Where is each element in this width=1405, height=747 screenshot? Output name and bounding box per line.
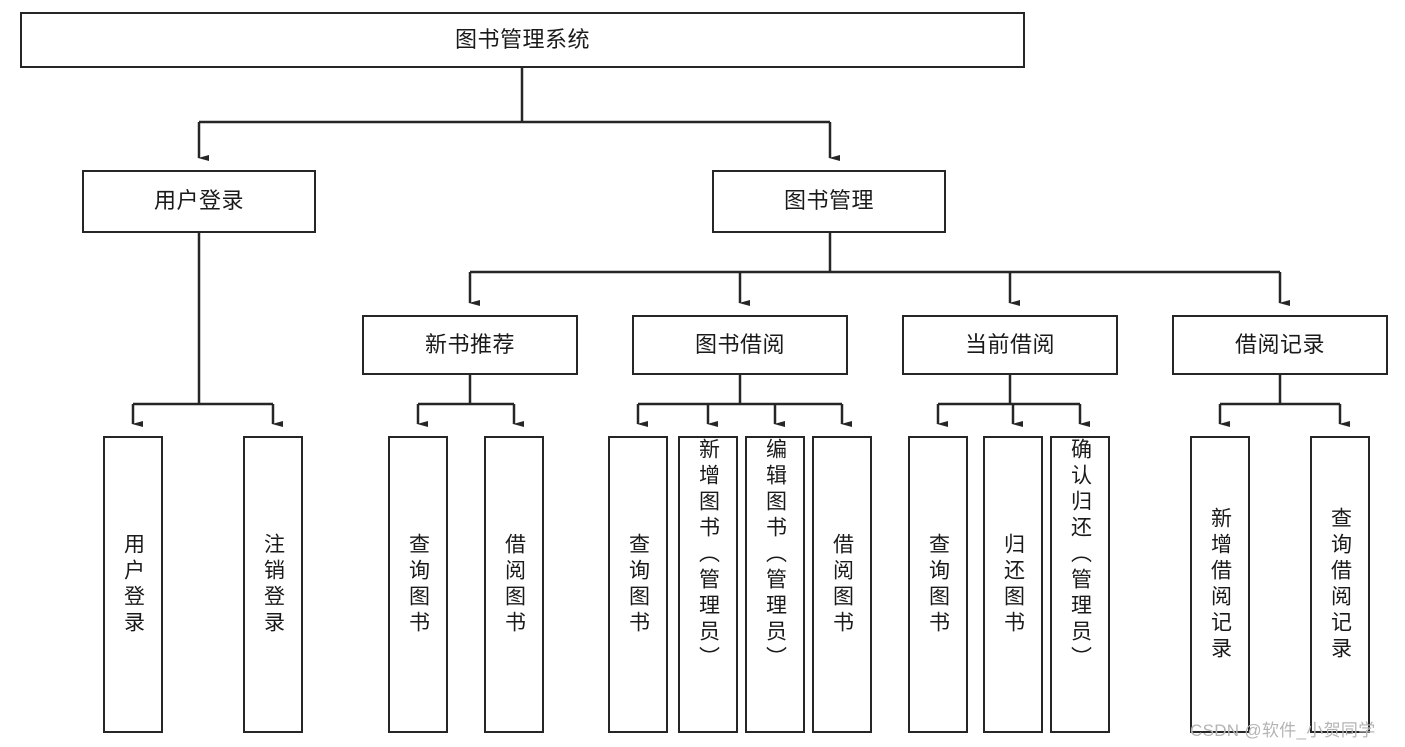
connector-group-book-borrow — [636, 375, 852, 427]
node-label-leaf-query-borrow-record: 查询借阅记录 — [1328, 506, 1352, 663]
node-leaf-query-book-rec[interactable]: 查询图书 — [388, 436, 448, 733]
node-label-book-borrow: 图书借阅 — [694, 331, 785, 357]
node-label-book-manage: 图书管理 — [783, 188, 874, 214]
node-label-leaf-query-book-borrow: 查询图书 — [626, 532, 650, 637]
node-borrow-record[interactable]: 借阅记录 — [1172, 315, 1388, 375]
node-new-book-recommend[interactable]: 新书推荐 — [362, 315, 578, 375]
node-leaf-edit-book-admin[interactable]: 编辑图书（管理员） — [745, 436, 805, 733]
node-leaf-query-borrow-record[interactable]: 查询借阅记录 — [1310, 436, 1370, 733]
node-leaf-user-logout[interactable]: 注销登录 — [243, 436, 303, 733]
node-label-leaf-borrow-book: 借阅图书 — [830, 532, 854, 637]
node-label-leaf-confirm-return-admin: 确认归还（管理员） — [1068, 438, 1092, 672]
node-label-user-login: 用户登录 — [153, 188, 244, 214]
node-label-leaf-user-login: 用户登录 — [121, 532, 145, 637]
node-label-leaf-add-book-admin: 新增图书（管理员） — [696, 438, 720, 672]
node-book-borrow[interactable]: 图书借阅 — [632, 315, 848, 375]
node-label-leaf-return-book: 归还图书 — [1001, 532, 1025, 637]
node-label-current-borrow: 当前借阅 — [964, 331, 1055, 357]
node-label-leaf-query-book-rec: 查询图书 — [406, 532, 430, 637]
node-leaf-borrow-book-rec[interactable]: 借阅图书 — [484, 436, 544, 733]
node-leaf-query-book-borrow[interactable]: 查询图书 — [608, 436, 668, 733]
node-leaf-borrow-book[interactable]: 借阅图书 — [812, 436, 872, 733]
node-label-leaf-borrow-book-rec: 借阅图书 — [502, 532, 526, 637]
connector-group-new-book-recommend — [416, 375, 524, 427]
node-label-leaf-edit-book-admin: 编辑图书（管理员） — [763, 438, 787, 672]
node-leaf-query-book-cur[interactable]: 查询图书 — [908, 436, 968, 733]
connector-group-root — [197, 68, 840, 161]
node-label-leaf-user-logout: 注销登录 — [261, 532, 285, 637]
node-label-leaf-add-borrow-record: 新增借阅记录 — [1208, 506, 1232, 663]
connector-group-book-manage — [468, 233, 1290, 306]
node-leaf-add-book-admin[interactable]: 新增图书（管理员） — [678, 436, 738, 733]
node-leaf-confirm-return-admin[interactable]: 确认归还（管理员） — [1050, 436, 1110, 733]
node-book-manage[interactable]: 图书管理 — [712, 170, 946, 233]
node-leaf-user-login[interactable]: 用户登录 — [103, 436, 163, 733]
node-user-login[interactable]: 用户登录 — [82, 170, 316, 233]
connector-group-user-login — [131, 233, 283, 427]
node-label-borrow-record: 借阅记录 — [1234, 331, 1325, 357]
node-current-borrow[interactable]: 当前借阅 — [902, 315, 1118, 375]
node-label-leaf-query-book-cur: 查询图书 — [926, 532, 950, 637]
node-root-system[interactable]: 图书管理系统 — [20, 12, 1025, 68]
connector-group-current-borrow — [936, 375, 1090, 427]
node-label-new-book-recommend: 新书推荐 — [424, 331, 515, 357]
connector-group-borrow-record — [1218, 375, 1350, 427]
node-leaf-add-borrow-record[interactable]: 新增借阅记录 — [1190, 436, 1250, 733]
node-label-root: 图书管理系统 — [454, 26, 590, 52]
node-leaf-return-book[interactable]: 归还图书 — [983, 436, 1043, 733]
